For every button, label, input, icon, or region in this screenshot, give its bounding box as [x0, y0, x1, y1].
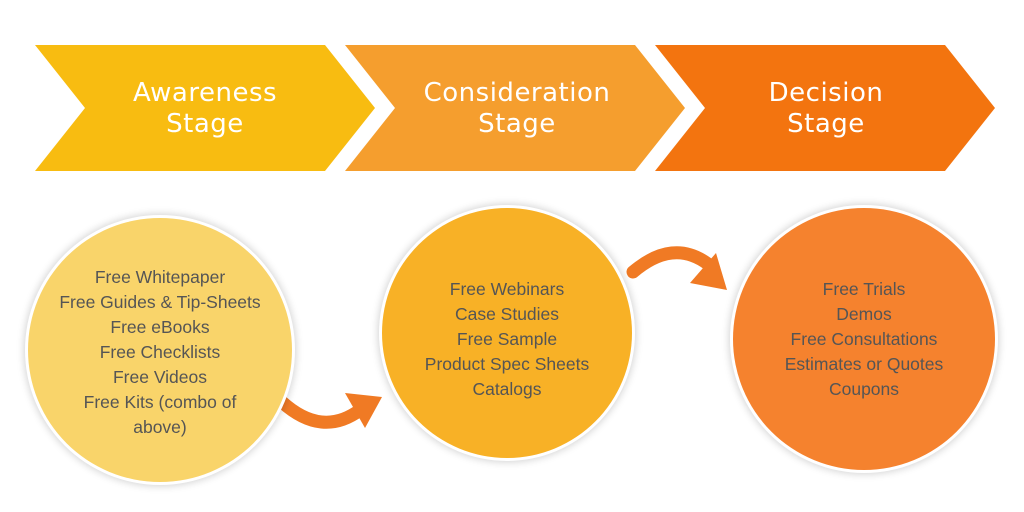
list-item: Coupons	[828, 379, 900, 399]
stage-label-decision: Decision Stage	[726, 78, 926, 140]
decision-content-list: Free Trials Demos Free Consultations Est…	[744, 277, 984, 402]
list-item: Free Trials	[822, 279, 906, 299]
circle-decision	[733, 208, 995, 470]
stage-subtitle: Stage	[166, 109, 244, 139]
list-item: Free Videos	[112, 367, 208, 387]
list-item: Estimates or Quotes	[784, 354, 944, 374]
curved-arrow-icon	[275, 393, 382, 429]
chevron-decision	[655, 45, 995, 171]
list-item: Free Sample	[456, 329, 558, 349]
list-item: Demos	[836, 304, 892, 324]
stage-title: Consideration	[423, 78, 611, 108]
chevron-awareness	[35, 45, 375, 171]
list-item: Free Kits (combo of	[83, 392, 237, 412]
list-item: Product Spec Sheets	[424, 354, 590, 374]
list-item: Free Consultations	[790, 329, 938, 349]
stage-label-consideration: Consideration Stage	[407, 78, 627, 140]
list-item: Free Webinars	[449, 279, 565, 299]
awareness-content-list: Free Whitepaper Free Guides & Tip-Sheets…	[30, 265, 290, 440]
chevron-consideration	[345, 45, 685, 171]
circle-awareness	[28, 218, 292, 482]
consideration-content-list: Free Webinars Case Studies Free Sample P…	[387, 277, 627, 402]
list-item: Free Guides & Tip-Sheets	[59, 292, 261, 312]
list-item: Catalogs	[472, 379, 542, 399]
curved-arrow-icon	[626, 246, 727, 290]
list-item: Free Whitepaper	[94, 267, 226, 287]
list-item: above)	[133, 417, 187, 437]
list-item: Free Checklists	[99, 342, 221, 362]
stage-subtitle: Stage	[478, 109, 556, 139]
list-item: Free eBooks	[110, 317, 210, 337]
stage-label-awareness: Awareness Stage	[105, 78, 305, 140]
stage-title: Decision	[768, 78, 884, 108]
circle-consideration	[382, 208, 632, 458]
stage-title: Awareness	[132, 78, 278, 108]
list-item: Case Studies	[454, 304, 560, 324]
stage-subtitle: Stage	[787, 109, 865, 139]
